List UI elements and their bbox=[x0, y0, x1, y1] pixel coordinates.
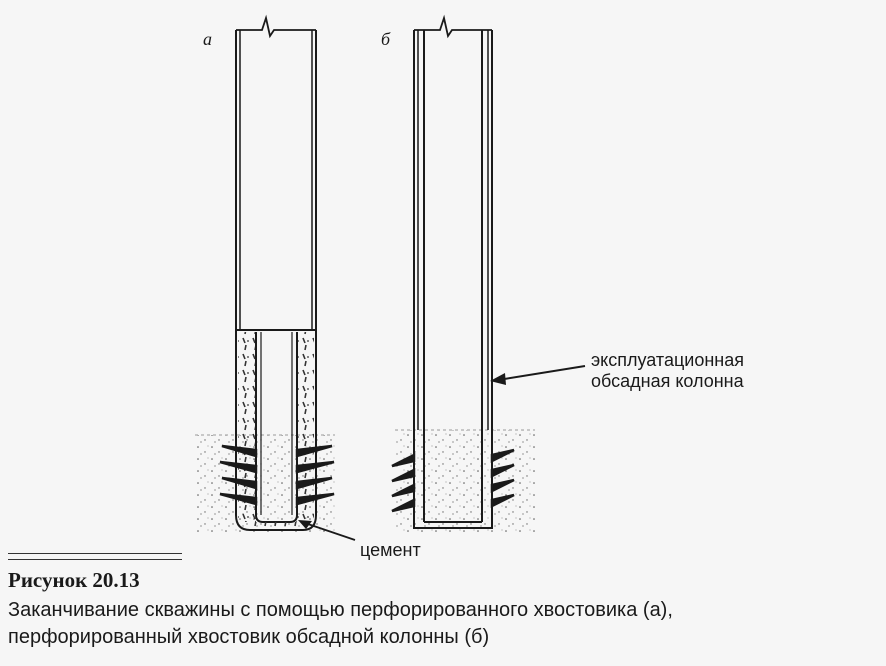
caption-rule bbox=[8, 553, 182, 560]
cement-label: цемент bbox=[360, 540, 421, 560]
casing-label-line1: эксплуатационная bbox=[591, 350, 744, 370]
annulus-cement-left bbox=[238, 332, 256, 522]
break-mark-a bbox=[236, 14, 316, 39]
panel-b-well bbox=[391, 14, 586, 535]
panel-label-b: б bbox=[381, 29, 391, 49]
casing-label-line2: обсадная колонна bbox=[591, 371, 744, 391]
formation-b bbox=[395, 430, 535, 535]
panel-label-a: а bbox=[203, 29, 212, 49]
caption-line-2: перфорированный хвостовик обсадной колон… bbox=[8, 626, 490, 648]
perforations-b bbox=[391, 448, 515, 513]
well-completion-diagram bbox=[195, 14, 586, 541]
break-mark-b bbox=[414, 14, 492, 39]
cement-arrow bbox=[301, 521, 356, 541]
annulus-cement-right bbox=[296, 332, 314, 522]
perforations-a bbox=[219, 444, 335, 506]
caption-line-1: Заканчивание скважины с помощью перфорир… bbox=[8, 599, 673, 621]
casing-arrow bbox=[497, 365, 586, 381]
caption-title: Рисунок 20.13 bbox=[8, 568, 140, 592]
panel-a-well bbox=[195, 14, 356, 541]
casing-label: эксплуатационная обсадная колонна bbox=[591, 350, 744, 392]
bottom-cement bbox=[252, 522, 302, 530]
